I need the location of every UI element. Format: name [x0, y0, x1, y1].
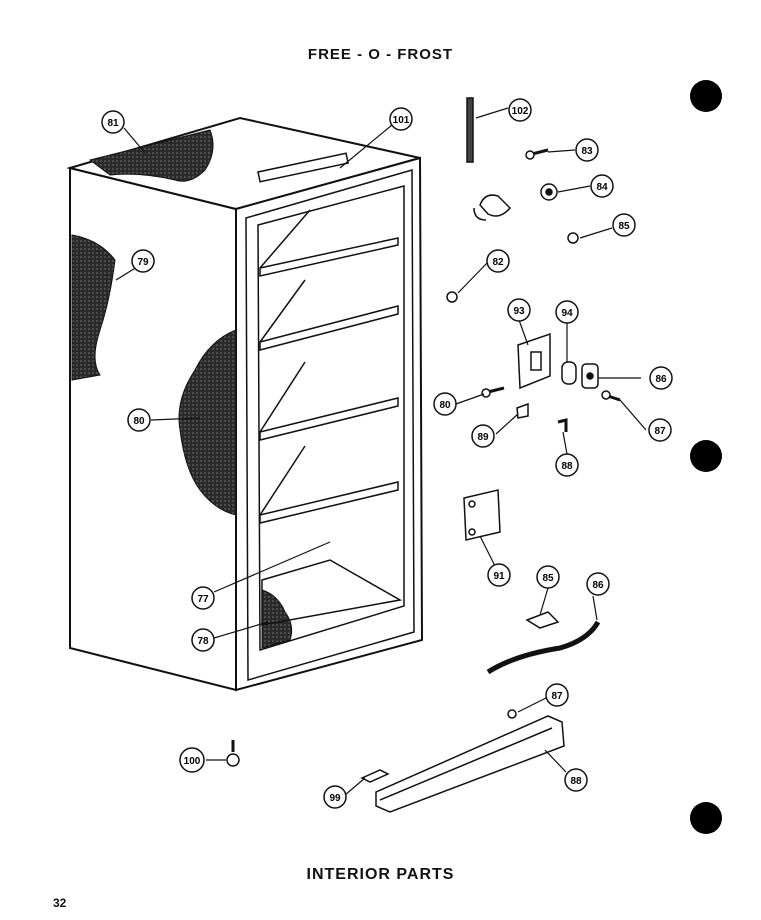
page-number: 32 [53, 896, 67, 910]
callouts: 81 101 102 83 84 85 79 82 93 94 86 80 87… [101, 98, 673, 809]
svg-text:80: 80 [439, 400, 451, 411]
svg-text:85: 85 [542, 573, 554, 584]
svg-text:99: 99 [329, 793, 341, 804]
callout-77: 77 [191, 586, 215, 610]
binder-hole-middle [690, 440, 722, 472]
callout-80: 80 [433, 392, 457, 416]
callout-81: 81 [101, 110, 125, 134]
insulation-cutaway [71, 129, 293, 649]
callout-89: 89 [471, 424, 495, 448]
callout-93: 93 [507, 298, 531, 322]
callout-85a: 85 [612, 213, 636, 237]
callout-87b: 87 [545, 683, 569, 707]
binder-hole-bottom [690, 802, 722, 834]
leader-lines [115, 107, 647, 796]
svg-text:93: 93 [513, 306, 525, 317]
svg-text:101: 101 [393, 115, 410, 126]
callout-101: 101 [389, 107, 413, 131]
svg-text:88: 88 [561, 461, 573, 472]
diagram-title: FREE - O - FROST [307, 46, 454, 63]
binder-hole-top [690, 80, 722, 112]
svg-text:87: 87 [654, 426, 666, 437]
callout-86b: 86 [586, 572, 610, 596]
svg-text:85: 85 [618, 221, 630, 232]
callout-91: 91 [487, 563, 511, 587]
callout-79: 79 [131, 249, 155, 273]
svg-text:84: 84 [596, 182, 608, 193]
cabinet [66, 116, 424, 692]
svg-text:86: 86 [592, 580, 604, 591]
callout-82: 82 [486, 249, 510, 273]
svg-text:87: 87 [551, 691, 563, 702]
callout-84: 84 [590, 174, 614, 198]
svg-text:91: 91 [493, 571, 505, 582]
callout-99: 99 [323, 785, 347, 809]
svg-text:94: 94 [561, 308, 573, 319]
callout-94: 94 [555, 300, 579, 324]
callout-88b: 88 [564, 768, 588, 792]
svg-text:83: 83 [581, 146, 593, 157]
diagram-subtitle: INTERIOR PARTS [306, 866, 455, 883]
svg-text:86: 86 [655, 374, 667, 385]
svg-text:82: 82 [492, 257, 504, 268]
svg-text:78: 78 [197, 636, 209, 647]
callout-100: 100 [179, 747, 205, 773]
vent-strip [257, 152, 350, 183]
callout-78: 78 [191, 628, 215, 652]
callout-86a: 86 [649, 366, 673, 390]
svg-text:102: 102 [512, 106, 529, 117]
svg-text:89: 89 [477, 432, 489, 443]
svg-text:80: 80 [133, 416, 145, 427]
callout-88a: 88 [555, 453, 579, 477]
callout-102: 102 [508, 98, 532, 122]
shelves [259, 209, 403, 626]
small-parts [226, 97, 621, 813]
callout-83: 83 [575, 138, 599, 162]
svg-text:77: 77 [197, 594, 209, 605]
svg-text:81: 81 [107, 118, 119, 129]
callout-85b: 85 [536, 565, 560, 589]
callout-87a: 87 [648, 418, 672, 442]
svg-text:79: 79 [137, 257, 149, 268]
svg-text:88: 88 [570, 776, 582, 787]
callout-80-cabinet: 80 [127, 408, 151, 432]
svg-text:100: 100 [184, 756, 201, 767]
